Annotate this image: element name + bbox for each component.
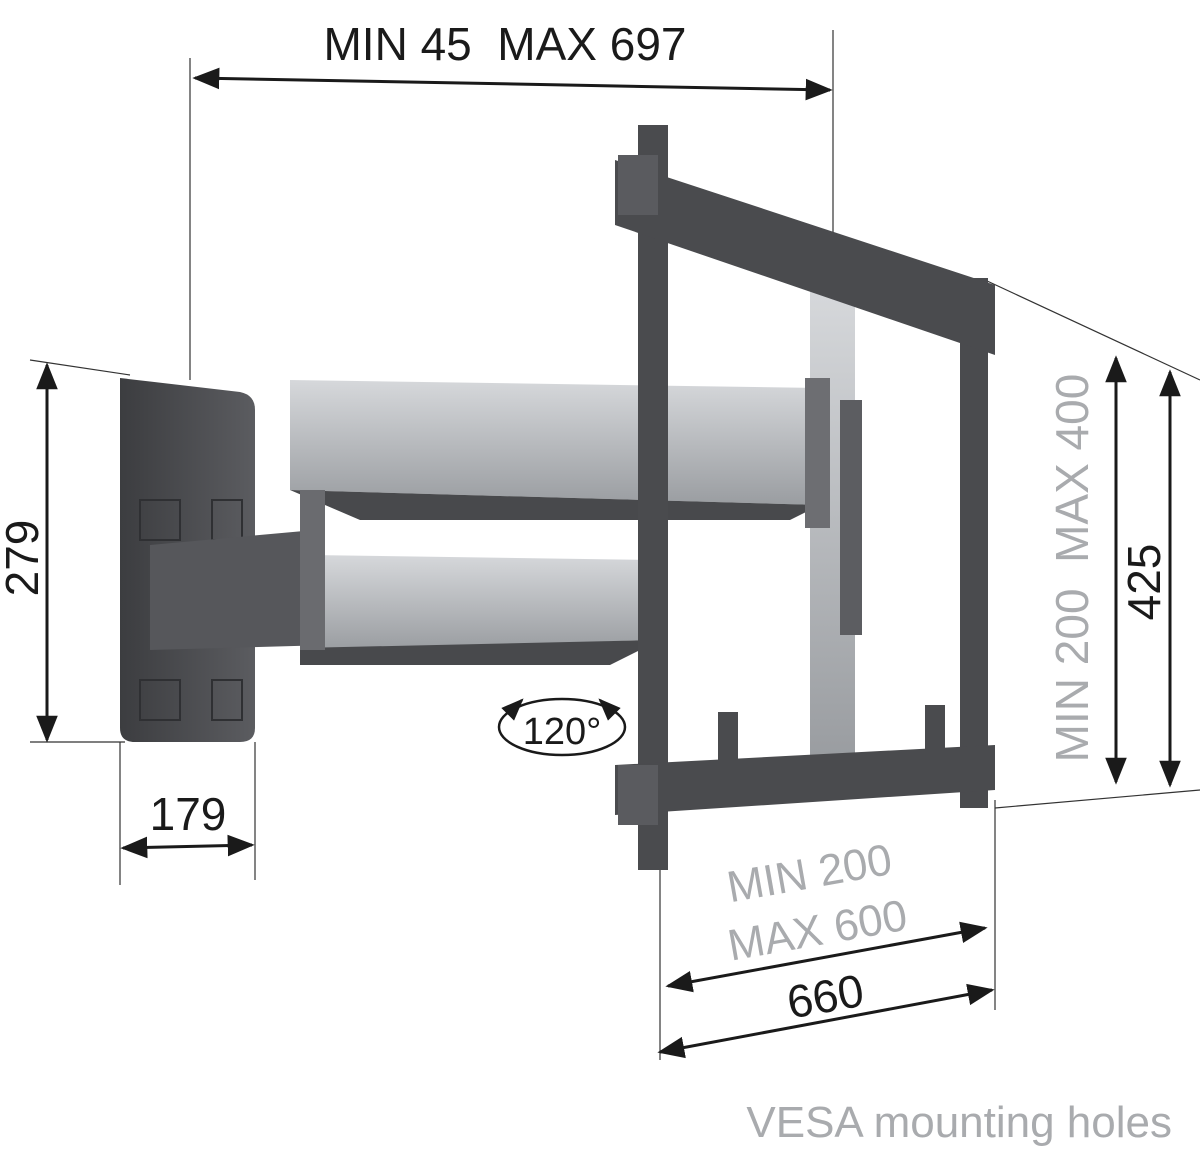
overall-width-label: 660	[783, 964, 868, 1029]
rotation-icon	[497, 697, 627, 757]
extension-lines	[29, 30, 1200, 1060]
vesa-vertical-label: MIN 200 MAX 400	[1046, 374, 1098, 763]
vesa-legend: VESA mounting holes	[746, 1098, 1172, 1147]
tv-bracket-frame	[615, 125, 995, 870]
overall-height-label: 425	[1118, 544, 1170, 621]
swing-arms	[150, 290, 862, 755]
dimension-arrows	[36, 67, 1181, 1059]
arm-extension-label: MIN 45 MAX 697	[323, 18, 686, 70]
rotation-label: 120°	[523, 711, 602, 753]
wall-plate-width-label: 179	[150, 788, 227, 840]
wall-plate-height-label: 279	[0, 520, 48, 597]
